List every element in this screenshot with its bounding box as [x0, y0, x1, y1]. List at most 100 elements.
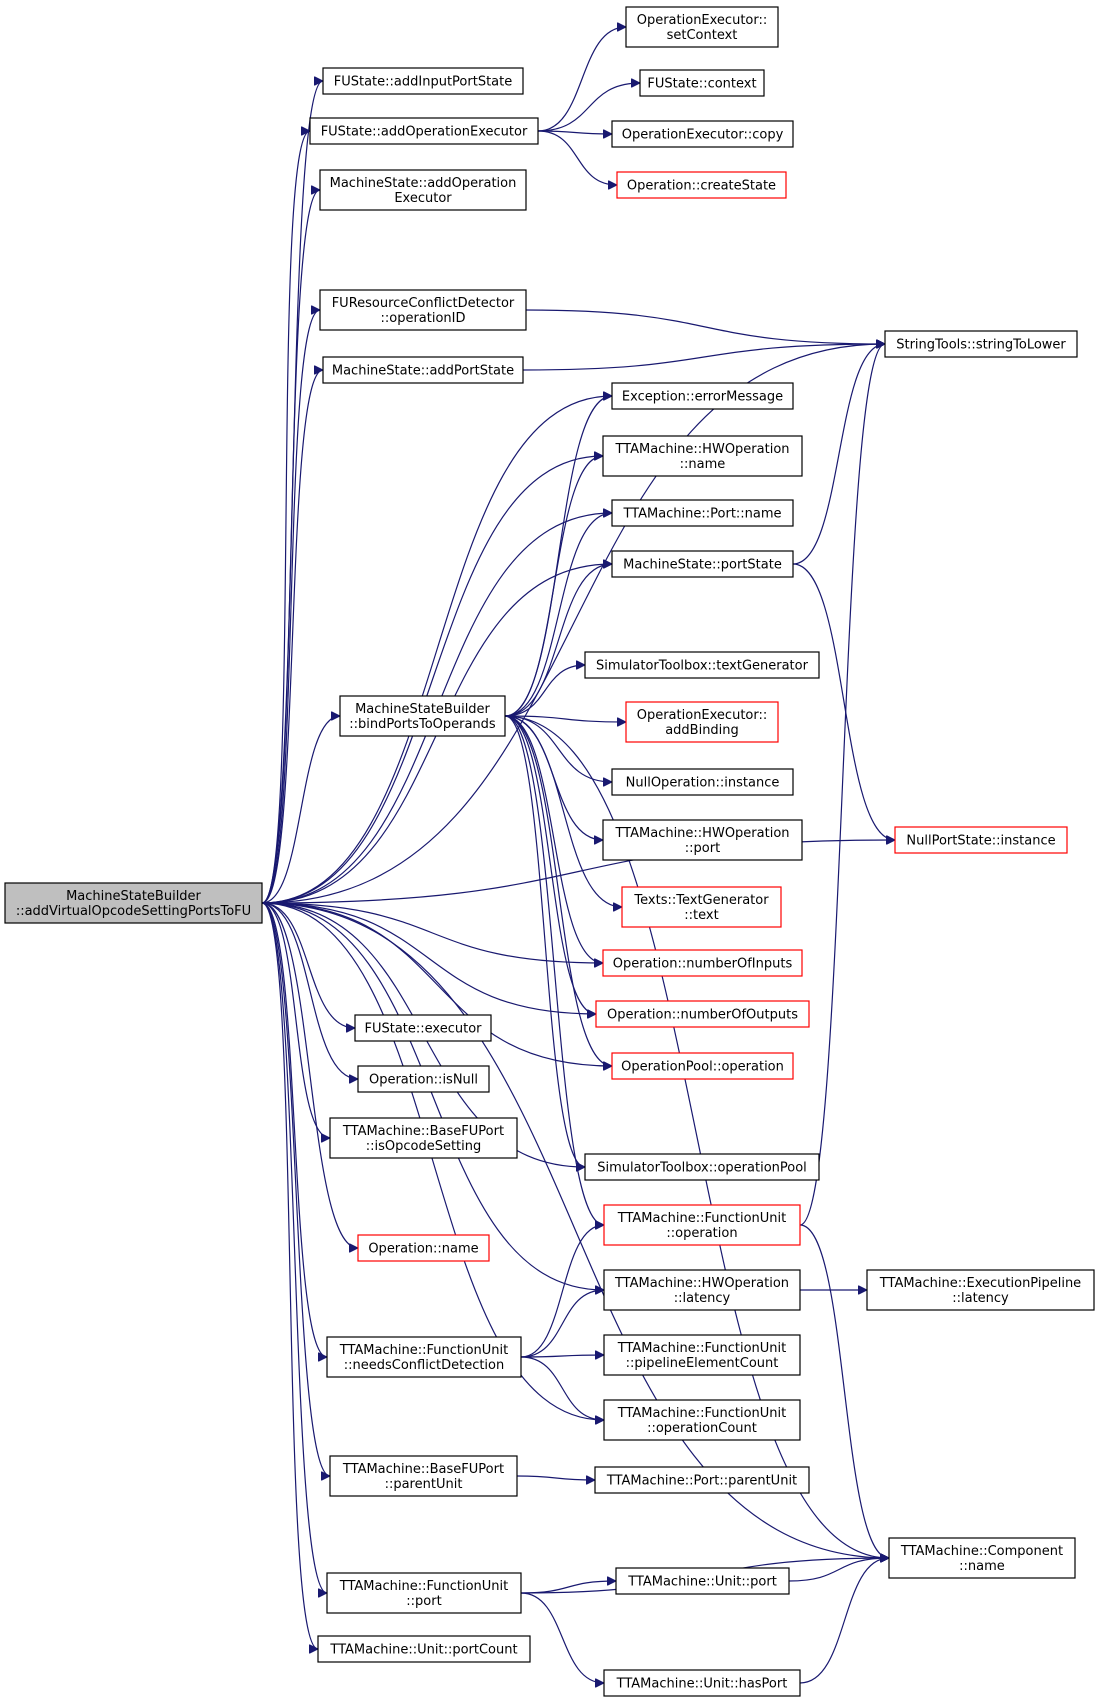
node-label: ::bindPortsToOperands	[349, 717, 496, 732]
node-box	[615, 1567, 790, 1595]
node-fu-operation[interactable]: TTAMachine::FunctionUnit::operation	[603, 1204, 801, 1246]
node-st-text-generator[interactable]: SimulatorToolbox::textGenerator	[584, 651, 820, 679]
node-unit-port[interactable]: TTAMachine::Unit::port	[615, 1567, 790, 1595]
node-label: MachineState::portState	[623, 558, 782, 573]
node-unit-has-port[interactable]: TTAMachine::Unit::hasPort	[603, 1669, 801, 1697]
edge-root-to-unit-port-count	[261, 902, 319, 1649]
node-fu-pipeline-count[interactable]: TTAMachine::FunctionUnit::pipelineElemen…	[603, 1334, 801, 1376]
node-fu-operation-count[interactable]: TTAMachine::FunctionUnit::operationCount	[603, 1399, 801, 1441]
edge-bind-ports-to-operands-to-op-num-inputs	[504, 715, 603, 963]
edge-bind-ports-to-operands-to-fu-operation	[504, 715, 605, 1225]
node-ex-error-message[interactable]: Exception::errorMessage	[611, 382, 794, 410]
edge-needs-conflict-detection-to-fu-pipeline-count	[520, 1355, 604, 1357]
node-label: OperationExecutor::	[637, 13, 768, 28]
node-box	[616, 171, 787, 199]
edge-root-to-fu-port	[261, 902, 328, 1593]
node-label: TTAMachine::HWOperation	[614, 1276, 789, 1291]
node-component-name[interactable]: TTAMachine::Component::name	[888, 1537, 1076, 1579]
node-ms-port-state[interactable]: MachineState::portState	[611, 550, 794, 578]
node-label: Operation::createState	[627, 179, 776, 194]
edge-fu-operation-to-string-to-lower	[799, 344, 886, 1226]
node-box	[584, 651, 820, 679]
node-label: NullPortState::instance	[906, 834, 1055, 849]
node-box	[326, 1572, 522, 1614]
node-label: ::pipelineElementCount	[626, 1356, 779, 1371]
node-add-input-port-state[interactable]: FUState::addInputPortState	[322, 67, 524, 95]
node-label: Operation::name	[368, 1242, 478, 1257]
node-label: MachineStateBuilder	[355, 702, 490, 717]
node-op-create-state[interactable]: Operation::createState	[616, 171, 787, 199]
node-needs-conflict-detection[interactable]: TTAMachine::FunctionUnit::needsConflictD…	[326, 1336, 522, 1378]
node-box	[611, 768, 794, 796]
nodes: MachineStateBuilder::addVirtualOpcodeSet…	[4, 6, 1095, 1697]
node-unit-port-count[interactable]: TTAMachine::Unit::portCount	[317, 1635, 531, 1663]
node-port-name[interactable]: TTAMachine::Port::name	[611, 499, 794, 527]
node-label: TTAMachine::FunctionUnit	[617, 1341, 786, 1356]
node-hwop-name[interactable]: TTAMachine::HWOperation::name	[602, 435, 803, 477]
node-oe-set-context[interactable]: OperationExecutor::setContext	[625, 6, 779, 48]
node-op-pool-operation[interactable]: OperationPool::operation	[611, 1052, 794, 1080]
node-box	[866, 1269, 1095, 1311]
edge-root-to-hwop-latency	[261, 902, 604, 1290]
node-box	[354, 1014, 492, 1042]
node-op-num-outputs[interactable]: Operation::numberOfOutputs	[595, 1000, 810, 1028]
node-base-parent-unit[interactable]: TTAMachine::BaseFUPort::parentUnit	[329, 1455, 518, 1497]
node-label: ::isOpcodeSetting	[366, 1139, 482, 1154]
node-hwop-port[interactable]: TTAMachine::HWOperation::port	[602, 819, 803, 861]
node-box	[639, 69, 765, 97]
node-fu-state-executor[interactable]: FUState::executor	[354, 1014, 492, 1042]
node-st-operation-pool[interactable]: SimulatorToolbox::operationPool	[584, 1153, 820, 1181]
node-label: ::text	[684, 908, 718, 923]
node-box	[317, 1635, 531, 1663]
edge-root-to-string-to-lower	[261, 344, 885, 904]
edge-unit-port-to-component-name	[788, 1558, 889, 1582]
node-root[interactable]: MachineStateBuilder::addVirtualOpcodeSet…	[4, 882, 263, 924]
node-null-port-state-instance[interactable]: NullPortState::instance	[894, 826, 1068, 854]
node-operation-name[interactable]: Operation::name	[357, 1234, 490, 1262]
node-add-operation-executor[interactable]: FUState::addOperationExecutor	[309, 117, 539, 145]
node-fu-port[interactable]: TTAMachine::FunctionUnit::port	[326, 1572, 522, 1614]
edge-fu-operation-to-component-name	[799, 1224, 890, 1558]
node-label: FUState::addInputPortState	[334, 75, 512, 90]
node-box	[322, 67, 524, 95]
node-null-op-instance[interactable]: NullOperation::instance	[611, 768, 794, 796]
node-fu-state-context[interactable]: FUState::context	[639, 69, 765, 97]
node-op-num-inputs[interactable]: Operation::numberOfInputs	[602, 949, 803, 977]
node-box	[322, 356, 524, 384]
node-label: ::operationID	[380, 311, 465, 326]
node-label: TTAMachine::Component	[900, 1544, 1063, 1559]
node-is-opcode-setting[interactable]: TTAMachine::BaseFUPort::isOpcodeSetting	[329, 1117, 518, 1159]
node-label: ::parentUnit	[385, 1477, 463, 1492]
edge-add-operation-executor-to-fu-state-context	[537, 83, 640, 132]
node-ep-latency[interactable]: TTAMachine::ExecutionPipeline::latency	[866, 1269, 1095, 1311]
node-frcd-operation-id[interactable]: FUResourceConflictDetector::operationID	[319, 289, 527, 331]
node-bind-ports-to-operands[interactable]: MachineStateBuilder::bindPortsToOperands	[339, 695, 506, 737]
node-label: TTAMachine::ExecutionPipeline	[879, 1276, 1081, 1291]
edge-bind-ports-to-operands-to-ms-port-state	[504, 564, 612, 717]
node-label: StringTools::stringToLower	[896, 338, 1066, 353]
node-label: ::latency	[674, 1291, 731, 1306]
node-label: MachineState::addPortState	[332, 364, 514, 379]
node-port-parent-unit[interactable]: TTAMachine::Port::parentUnit	[594, 1466, 810, 1494]
node-box	[603, 1269, 801, 1311]
node-label: TTAMachine::HWOperation	[614, 826, 789, 841]
edge-fu-port-to-unit-port	[520, 1581, 616, 1594]
node-oe-copy[interactable]: OperationExecutor::copy	[611, 120, 794, 148]
node-label: Operation::numberOfInputs	[613, 957, 793, 972]
node-label: OperationExecutor::	[637, 708, 768, 723]
node-ms-add-operation-executor[interactable]: MachineState::addOperationExecutor	[319, 169, 527, 211]
node-op-is-null[interactable]: Operation::isNull	[357, 1065, 490, 1093]
node-string-to-lower[interactable]: StringTools::stringToLower	[884, 330, 1078, 358]
node-texts-text[interactable]: Texts::TextGenerator::text	[621, 886, 782, 928]
node-box	[611, 550, 794, 578]
node-box	[309, 117, 539, 145]
node-hwop-latency[interactable]: TTAMachine::HWOperation::latency	[603, 1269, 801, 1311]
edge-root-to-fu-operation-count	[261, 902, 604, 1420]
edge-root-to-ex-error-message	[261, 396, 612, 904]
edge-root-to-operation-name	[261, 902, 358, 1248]
node-add-port-state[interactable]: MachineState::addPortState	[322, 356, 524, 384]
node-box	[611, 382, 794, 410]
node-oe-add-binding[interactable]: OperationExecutor::addBinding	[625, 701, 779, 743]
edge-add-operation-executor-to-op-create-state	[537, 130, 617, 185]
